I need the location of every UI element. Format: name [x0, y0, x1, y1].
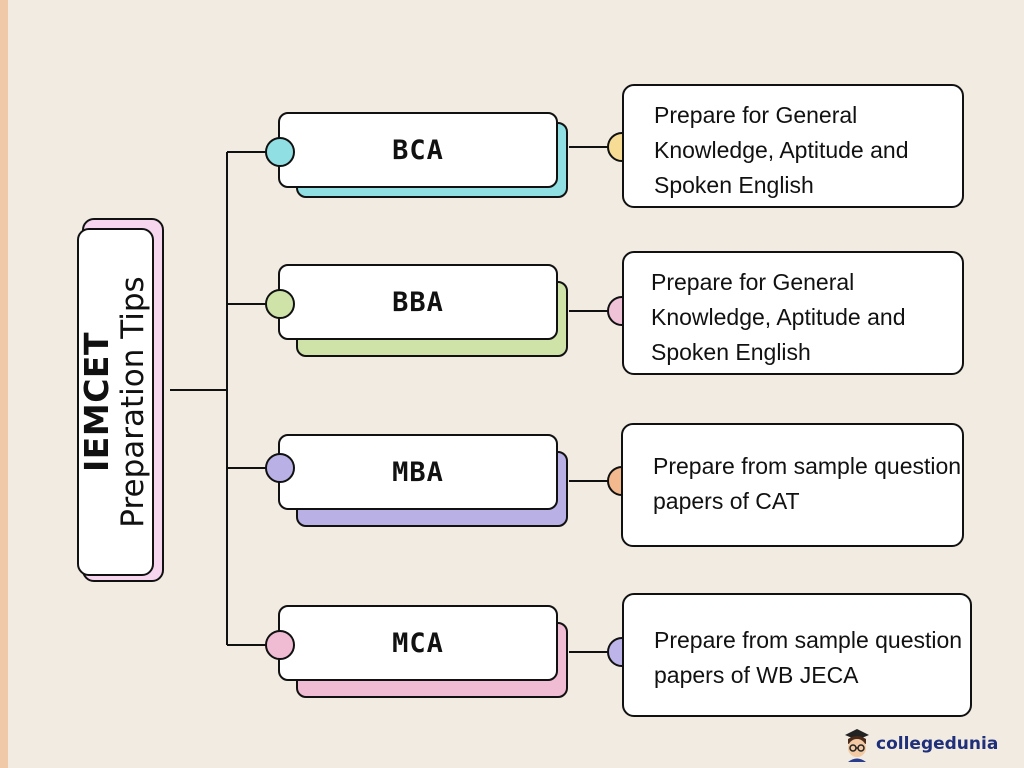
bba-tip-card: Prepare for General Knowledge, Aptitude … — [622, 251, 964, 375]
root-card — [77, 228, 154, 576]
student-avatar-icon — [845, 729, 869, 762]
left-edge-strip — [0, 0, 8, 768]
bca-tip-card: Prepare for General Knowledge, Aptitude … — [622, 84, 964, 208]
mba-label: MBA — [392, 456, 444, 488]
root-label: IEMCET Preparation Tips — [77, 232, 151, 572]
mba-card: MBA — [278, 434, 558, 510]
bca-card: BCA — [278, 112, 558, 188]
bca-node-dot — [265, 137, 295, 167]
mba-tip-text: Prepare from sample question papers of C… — [653, 453, 962, 514]
bca-label: BCA — [392, 134, 444, 166]
mca-tip-card: Prepare from sample question papers of W… — [622, 593, 972, 717]
mca-tip-text: Prepare from sample question papers of W… — [654, 627, 963, 688]
mca-node-dot — [265, 630, 295, 660]
bba-tip-text: Prepare for General Knowledge, Aptitude … — [651, 269, 906, 365]
bba-node-dot — [265, 289, 295, 319]
mca-card: MCA — [278, 605, 558, 681]
bba-label: BBA — [392, 286, 444, 318]
root-title: IEMCET — [77, 332, 116, 472]
mca-label: MCA — [392, 627, 444, 659]
collegedunia-logo[interactable]: collegedunia — [842, 724, 998, 764]
root-subtitle: Preparation Tips — [115, 276, 151, 528]
bba-card: BBA — [278, 264, 558, 340]
mba-tip-card: Prepare from sample question papers of C… — [621, 423, 964, 547]
bca-tip-text: Prepare for General Knowledge, Aptitude … — [654, 102, 909, 198]
logo-text: collegedunia — [876, 734, 999, 754]
mba-node-dot — [265, 453, 295, 483]
